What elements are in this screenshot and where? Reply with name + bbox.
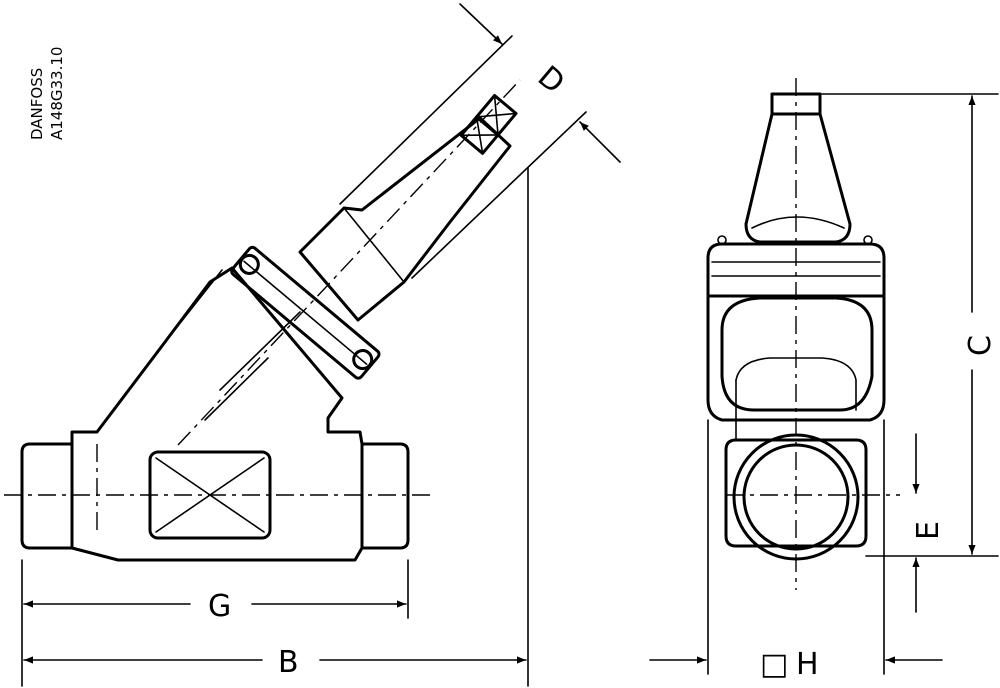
dim-label-c: C (963, 335, 998, 356)
spindle-cap-lower (459, 115, 500, 155)
front-socket-block (724, 438, 868, 548)
body-inner-line-2 (219, 311, 301, 391)
body-edge-line (161, 269, 223, 347)
dim-label-g: G (208, 589, 231, 624)
drawing-code-label: A148G33.10 (48, 47, 66, 140)
dim-d-arrow-a (459, 3, 503, 45)
body-inner-line (204, 357, 269, 421)
front-body-curve (720, 296, 874, 412)
cap-upper-cross-b (475, 112, 517, 118)
flange-bolt-2 (352, 349, 374, 371)
side-view: D G B (4, 3, 621, 687)
dim-label-e: E (911, 521, 946, 540)
dim-label-d: D (531, 59, 571, 101)
spindle-centerline (177, 79, 521, 446)
front-bolt-left (717, 235, 727, 245)
cap-lower-cross-b (460, 134, 499, 137)
front-bolt-right (863, 235, 873, 245)
flange-bolt-1 (238, 253, 260, 275)
dim-d-arrow-b (579, 121, 621, 163)
spindle-housing (298, 116, 512, 322)
valve-body (70, 266, 364, 562)
right-socket (360, 442, 410, 550)
dim-d-extension-a (339, 35, 513, 205)
drawing-code-block: DANFOSS A148G33.10 (28, 47, 66, 140)
front-cone (744, 112, 852, 244)
dim-label-h: H (796, 647, 819, 682)
dim-label-h-square: □ (760, 647, 788, 682)
dim-d-extension-b (411, 111, 587, 279)
manufacturer-label: DANFOSS (28, 68, 46, 140)
left-socket (20, 442, 74, 550)
front-body-inner (735, 357, 857, 411)
front-cone-inner (751, 216, 845, 229)
flange-split-line (243, 260, 368, 365)
dim-label-b: B (278, 645, 299, 680)
housing-step-line (343, 207, 405, 283)
front-view: C E □ H (649, 78, 999, 682)
